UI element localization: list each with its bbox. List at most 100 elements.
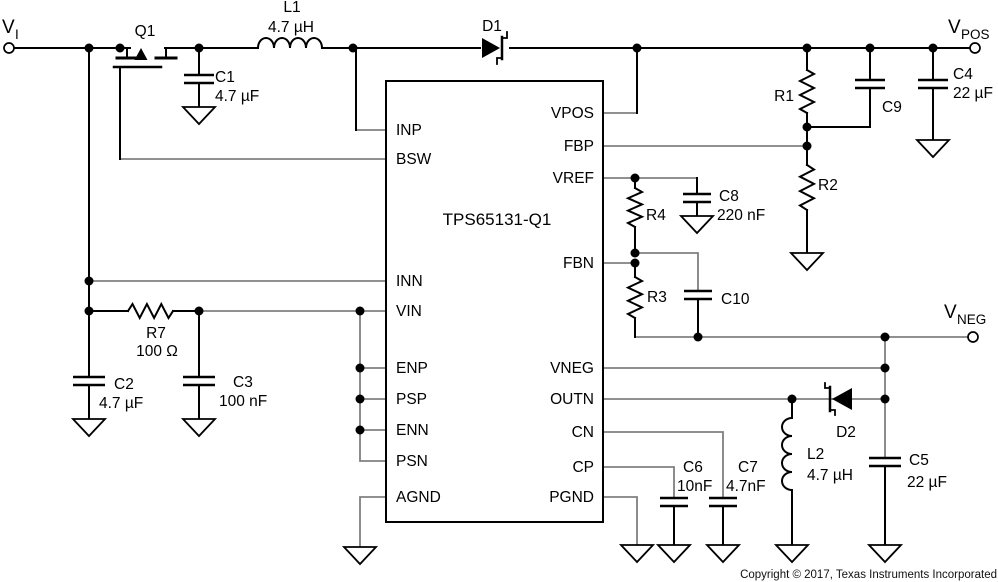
l2-coil-icon <box>781 416 794 492</box>
ground-icon <box>341 546 379 566</box>
r4-label: R4 <box>646 207 666 224</box>
d2-schottky-diode: D2 <box>824 382 856 441</box>
ground-icon <box>655 544 693 564</box>
c1-plates-icon <box>184 73 214 85</box>
c5-value: 22 µF <box>907 474 947 491</box>
junction-dot <box>802 122 812 132</box>
terminal-vi: V I <box>2 17 19 54</box>
pin-vin: VIN <box>396 303 422 320</box>
wire-agnd <box>359 496 387 548</box>
ground-icon <box>618 544 656 564</box>
r2-label: R2 <box>818 177 838 194</box>
junction-dot <box>355 363 365 373</box>
terminal-circle-icon <box>969 42 981 54</box>
c1-value: 4.7 µF <box>215 88 259 105</box>
ic-body <box>385 80 604 523</box>
c5-plates-icon <box>869 456 901 468</box>
c8-capacitor: C8 220 nF <box>678 177 765 235</box>
l1-coil-icon <box>256 37 324 50</box>
r7-label: R7 <box>146 325 166 342</box>
r4-zigzag-icon <box>625 186 645 229</box>
junction-dot <box>630 248 640 258</box>
junction-dot <box>355 394 365 404</box>
pin-fbp: FBP <box>564 138 594 155</box>
ic-pins-left: INP BSW INN VIN ENP PSP ENN PSN AGND <box>396 122 441 506</box>
pin-enp: ENP <box>396 360 428 377</box>
c3-label: C3 <box>233 374 253 391</box>
c8-value: 220 nF <box>717 207 765 224</box>
ground-icon <box>180 106 218 126</box>
ground-icon <box>866 544 904 564</box>
pin-cn: CN <box>572 424 594 441</box>
ground-icon <box>914 139 952 159</box>
d1-schottky-hooks <box>496 31 508 65</box>
junction-dot <box>787 394 797 404</box>
pin-inp: INP <box>396 122 422 139</box>
c6-capacitor: C6 10nF <box>655 459 712 564</box>
c3-plates-icon <box>183 375 215 387</box>
c1-capacitor: C1 4.7 µF <box>180 47 259 126</box>
r3-zigzag-icon <box>625 275 645 320</box>
d1-anode-triangle-icon <box>482 38 500 58</box>
ground-icon <box>773 544 811 564</box>
c10-label: C10 <box>721 291 750 308</box>
ground-icon <box>704 544 742 564</box>
pin-outn: OUTN <box>550 391 594 408</box>
junction-dot <box>84 276 94 286</box>
c1-label: C1 <box>215 69 235 86</box>
c2-value: 4.7 µF <box>99 395 143 412</box>
wire-cp <box>602 466 675 499</box>
junction-dot <box>880 363 890 373</box>
junction-dot <box>115 43 125 53</box>
terminal-vpos: V POS <box>948 17 990 54</box>
c7-capacitor: C7 4.7nF <box>704 459 766 564</box>
c5-label: C5 <box>909 452 929 469</box>
r4-resistor: R4 <box>625 177 666 254</box>
wire-enable-rail <box>359 310 387 462</box>
junction-dot <box>630 258 640 268</box>
pin-agnd: AGND <box>396 489 441 506</box>
terminal-circle-icon <box>967 331 979 343</box>
c3-capacitor: C3 100 nF <box>180 310 267 438</box>
c3-value: 100 nF <box>219 393 267 410</box>
ground-icon <box>678 215 716 235</box>
junction-dot <box>84 306 94 316</box>
pin-vneg: VNEG <box>550 360 594 377</box>
r7-resistor: R7 100 Ω <box>126 301 178 360</box>
terminal-vneg: V NEG <box>944 302 986 343</box>
l1-inductor: L1 4.7 µH <box>256 0 324 50</box>
pin-inn: INN <box>396 273 423 290</box>
pin-vpos: VPOS <box>551 105 594 122</box>
c10-capacitor: C10 <box>684 289 750 338</box>
vneg-label: V <box>944 302 957 323</box>
pin-cp: CP <box>572 459 594 476</box>
d2-schottky-hooks <box>824 382 836 416</box>
l2-value: 4.7 µH <box>807 467 853 484</box>
pin-bsw: BSW <box>396 151 432 168</box>
ic-tps65131: TPS65131-Q1 INP BSW INN VIN ENP PSP ENN … <box>385 80 604 523</box>
vi-label: V <box>2 17 15 38</box>
r1-label: R1 <box>774 88 794 105</box>
c9-capacitor: C9 <box>806 47 902 128</box>
l2-label: L2 <box>807 446 824 463</box>
pin-fbn: FBN <box>563 255 594 272</box>
vpos-sub: POS <box>961 27 990 42</box>
l2-inductor: L2 4.7 µH <box>773 398 853 564</box>
junction-dot <box>84 43 94 53</box>
c4-capacitor: C4 22 µF <box>914 47 993 159</box>
ground-icon <box>180 418 218 438</box>
q1-mosfet: Q1 <box>112 23 178 69</box>
junction-dot <box>632 43 642 53</box>
c4-plates-icon <box>918 78 948 90</box>
c2-label: C2 <box>114 376 134 393</box>
junction-dot <box>355 425 365 435</box>
c7-label: C7 <box>738 459 758 476</box>
c4-value: 22 µF <box>953 85 993 102</box>
pin-enn: ENN <box>396 422 429 439</box>
junction-dot <box>880 332 890 342</box>
c2-plates-icon <box>73 375 105 387</box>
r2-resistor: R2 <box>788 163 838 272</box>
junction-dot <box>802 43 812 53</box>
c9-label: C9 <box>882 99 902 116</box>
